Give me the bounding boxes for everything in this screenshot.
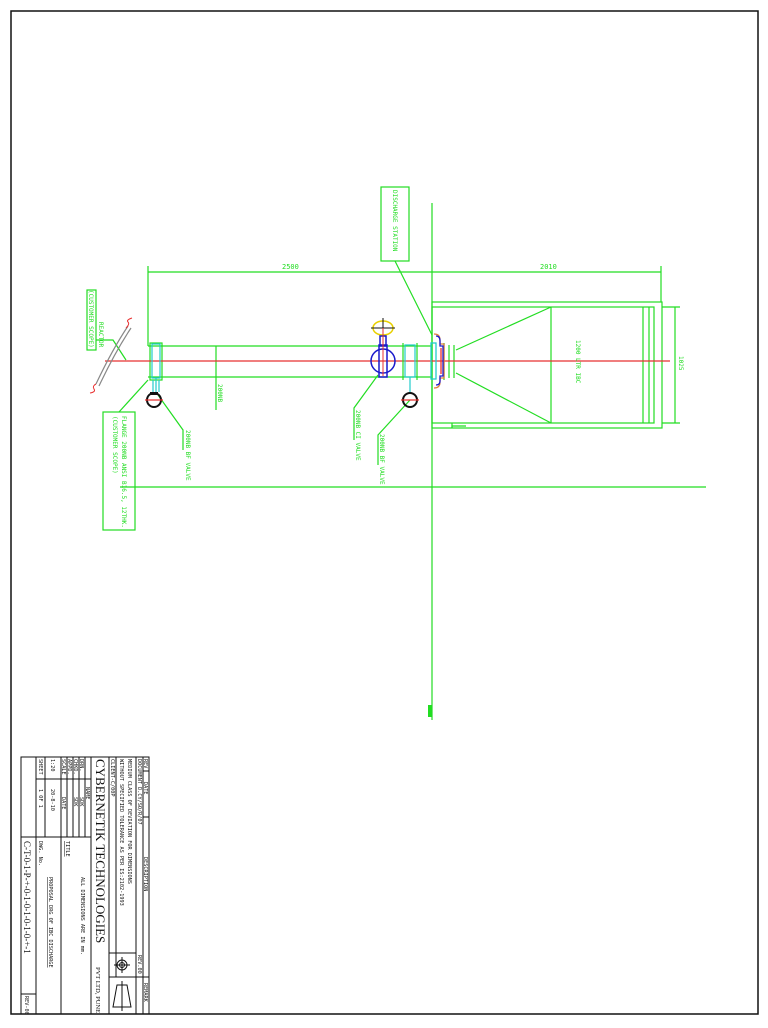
tb-tolerance-1: MEDIUM CLASS OF DEVIATION FOR DIMENSIONS (126, 759, 132, 884)
tb-row-label-1: CHKD. (72, 759, 78, 775)
break-symbol-bottom (89, 383, 97, 394)
tb-row-label-4: 1:20 (49, 759, 55, 772)
label-discharge-station: DISCHARGE STATION (391, 190, 398, 252)
label-bf-valve-right: 200NB BF VALVE (378, 434, 385, 485)
label-flange-note-2: (CUSTOMER SCOPE) (111, 416, 118, 474)
discharge-coupling (430, 333, 445, 389)
projection-symbol-cone-icon (112, 981, 132, 1011)
tb-name-header: NAME (84, 787, 90, 800)
break-symbol-top (125, 317, 133, 329)
tb-row-label-5: SHEET (37, 759, 43, 775)
reactor-wall (95, 325, 132, 387)
tb-header-remark: REMARK (142, 983, 148, 1003)
left-bf-valve-actuator (145, 392, 163, 408)
tb-dwg-no: C-T-0-1-P-+-0-1-0-1-0-1-0-+-1 (22, 841, 32, 954)
tb-revision: REV-00 (23, 996, 29, 1015)
tb-tolerance-2: WITHOUT SPECIFIED TOLERANCE AS PER IS:21… (118, 759, 124, 906)
dimension-left-span: 2500 (282, 263, 299, 271)
tb-client: CLIENT-C/00P (109, 759, 115, 796)
ci-valve (370, 318, 396, 378)
right-bf-valve-actuator (401, 392, 419, 408)
tb-row-name-5: 1 OF 1 (37, 789, 43, 808)
tb-document-no: DOCUMENT D.CY/SO/R/07 (136, 759, 142, 825)
tb-row-label-0: DRN. (78, 759, 84, 772)
ground-marker (428, 705, 432, 717)
title-block: REV DATE DESCRIPTION REMARK DOCUMENT D.C… (20, 756, 150, 1015)
tb-row-name-4: 20-8-10 (49, 789, 55, 811)
right-flange (402, 343, 418, 392)
left-flange (151, 343, 161, 392)
dimension-height: 1025 (677, 356, 684, 371)
label-customer-scope: (CUSTOMER SCOPE) (87, 290, 94, 348)
tb-row-name-1: SDK (72, 797, 78, 807)
tb-title-label: TITLE (64, 841, 70, 857)
label-reactor: REACTOR (97, 322, 104, 348)
pipeline-drawing (86, 186, 706, 720)
label-ibc: 1200 LTR IBC (574, 340, 581, 384)
tb-rev-no: REV.00 (136, 955, 142, 974)
tb-row-name-0: SDK (78, 797, 84, 807)
tb-row-label-3: SCALE (60, 759, 66, 775)
tb-company: CYBERNETIK TECHNOLOGIES (93, 759, 108, 943)
tb-header-date: DATE (142, 782, 148, 795)
drawing-labels: 2500 2010 DISCHARGE STATION (CUSTOMER SC… (87, 190, 684, 528)
dimension-right-span: 2010 (540, 263, 557, 271)
label-pipe-size: 200NB (216, 384, 223, 402)
projection-symbol-crosshair-icon (114, 957, 130, 973)
sheet-border (10, 10, 759, 1015)
label-flange-note-1: FLANGE 200NB ANSI B16.5, 12THK. (120, 416, 127, 528)
tb-header-description: DESCRIPTION (142, 857, 148, 891)
tb-row-label-2: APPD. (66, 759, 72, 775)
tb-title: PROPOSAL DRG OF IBC DISCHARGE (47, 877, 53, 968)
tb-header-rev: REV (142, 759, 148, 768)
tb-row-name-3: DATE (60, 797, 66, 810)
tb-company-suffix: PVT LTD, PUNE (94, 967, 101, 1013)
tb-dwg-no-label: DWG. No. (37, 841, 43, 866)
tb-units-note: ALL DIMENSIONS ARE IN mm. (79, 877, 85, 955)
label-bf-valve-left: 200NB BF VALVE (184, 430, 191, 481)
label-ci-valve: 200NB CI VALVE (354, 410, 361, 461)
